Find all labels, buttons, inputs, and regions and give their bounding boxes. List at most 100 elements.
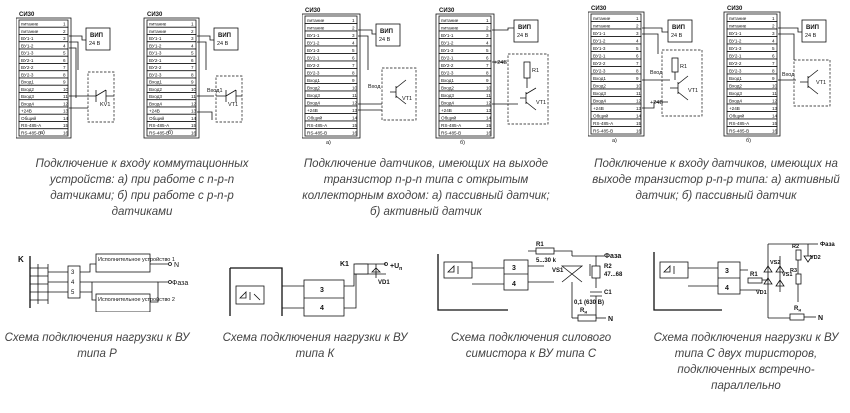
rn-label: Rн xyxy=(794,306,801,313)
terminal-label: ВУ1-2 xyxy=(21,43,34,48)
caption-load-type-p: Схема подключения нагрузки к ВУ типа Р xyxy=(4,332,190,360)
terminal-number: 6 xyxy=(191,58,194,63)
terminal-number: 4 xyxy=(352,40,355,45)
terminal-number: 6 xyxy=(63,58,66,63)
caption-switch-input: Подключение к входу коммутационных устро… xyxy=(35,158,249,218)
terminal-label: Вход1 xyxy=(149,80,162,85)
terminal-number: 10 xyxy=(486,85,492,90)
vd1-label: VD1 xyxy=(756,290,767,296)
vt1-label: VT1 xyxy=(228,102,238,108)
terminal-number: 12 xyxy=(63,101,69,106)
terminal-number: 6 xyxy=(636,53,639,58)
terminal-number: 2 xyxy=(772,23,775,28)
terminal-number: 12 xyxy=(772,98,778,103)
terminal-number: 13 xyxy=(191,109,197,114)
terminal-label: RS-485-A xyxy=(149,123,170,128)
terminal-number: 15 xyxy=(191,123,197,128)
siz-title: СИ30 xyxy=(591,6,607,12)
rn-resistor xyxy=(577,314,597,322)
diagram-load-type-k: 3 4 K1 VD1 +Uп xyxy=(229,261,402,317)
terminal-row xyxy=(146,128,197,137)
r1-resistor xyxy=(747,277,763,284)
terminal-number: 16 xyxy=(636,128,642,133)
r1-label: R1 xyxy=(536,242,544,248)
terminal-label: ВУ2-1 xyxy=(21,58,34,63)
terminal-label: ВУ1-3 xyxy=(307,48,320,53)
terminal-label: питание xyxy=(21,22,39,27)
r2-resistor xyxy=(591,265,601,279)
relay-coil-icon xyxy=(353,263,369,275)
terminal-label: Вход3 xyxy=(729,91,742,96)
terminal-label: ВУ2-1 xyxy=(593,53,606,58)
terminal-number: 5 xyxy=(772,46,775,51)
terminal-label: ВУ1-2 xyxy=(593,38,606,43)
faza-label: Фаза xyxy=(172,280,188,287)
terminal-label: ВУ1-1 xyxy=(593,31,606,36)
terminal-label: ВУ1-2 xyxy=(149,43,162,48)
terminal-number: 12 xyxy=(191,101,197,106)
terminal-label: Вход3 xyxy=(21,94,34,99)
term4: 4 xyxy=(71,280,75,286)
terminal-row xyxy=(590,126,642,135)
vhod-label: Вход xyxy=(782,72,795,78)
device2-box xyxy=(95,293,151,312)
terminal-label: ВУ2-2 xyxy=(593,61,606,66)
terminal-label: Вход2 xyxy=(21,87,34,92)
terminal-label: Общий xyxy=(149,115,165,121)
terminal-number: 7 xyxy=(191,65,194,70)
terminal-number: 11 xyxy=(486,93,491,98)
label-b: б) xyxy=(746,138,751,144)
c1-value: 0,1 (630 В) xyxy=(574,300,604,306)
label-a: а) xyxy=(40,130,45,136)
faza-label: Фаза xyxy=(604,253,621,260)
label-a: а) xyxy=(612,138,617,144)
rn-sub: н xyxy=(584,310,587,315)
terminal-label: ВУ2-1 xyxy=(307,55,320,60)
terminal-number: 12 xyxy=(352,100,358,105)
terminal-number: 15 xyxy=(772,121,778,126)
terminal-number: 3 xyxy=(191,36,194,41)
device1-box xyxy=(95,253,151,273)
vip-box xyxy=(801,19,827,43)
vip-box xyxy=(85,27,111,51)
terminal-number: 3 xyxy=(352,33,355,38)
terminal-label: ВУ1-1 xyxy=(729,31,742,36)
terminal-label: Вход1 xyxy=(729,76,742,81)
rn-label: Rн xyxy=(580,308,587,315)
terminal-number: 14 xyxy=(772,113,778,118)
caption-triac: Схема подключения силового симистора к В… xyxy=(450,332,612,360)
terminal-number: 14 xyxy=(63,116,69,121)
caption-load-type-k: Схема подключения нагрузки к ВУ типа К xyxy=(222,332,408,360)
terminal-label: питание xyxy=(593,23,611,28)
terminal-label: ВУ2-3 xyxy=(729,68,742,73)
vip-voltage: 24 В xyxy=(379,37,391,43)
terminal-label: ВУ2-2 xyxy=(307,63,320,68)
terminal-label: ВУ1-3 xyxy=(149,51,162,56)
terminal-label: ВУ2-2 xyxy=(441,63,454,68)
vs1-label: VS1 xyxy=(552,268,564,274)
r3-resistor xyxy=(795,273,802,285)
terminal-label: Вход4 xyxy=(441,100,454,105)
vt1-label: VT1 xyxy=(816,80,826,86)
terminal-row xyxy=(18,128,69,137)
terminal-number: 12 xyxy=(636,98,642,103)
k1-label: K1 xyxy=(340,261,349,268)
terminal-label: ВУ2-1 xyxy=(441,55,454,60)
vhod-label: Вход xyxy=(650,70,663,76)
terminal-number: 16 xyxy=(191,130,197,135)
terminal-number: 9 xyxy=(352,78,355,83)
terminal-number: 1 xyxy=(63,22,66,27)
terminal-row xyxy=(726,126,778,135)
terminal-number: 11 xyxy=(772,91,777,96)
terminal-label: питание xyxy=(441,18,459,23)
vip-name: ВИП xyxy=(806,25,819,31)
terminal-number: 7 xyxy=(63,65,66,70)
term3: 3 xyxy=(320,287,324,294)
device2-label: Исполнительное устройство 2 xyxy=(98,296,175,303)
terminal-row xyxy=(304,128,358,137)
terminal-number: 1 xyxy=(191,22,194,27)
